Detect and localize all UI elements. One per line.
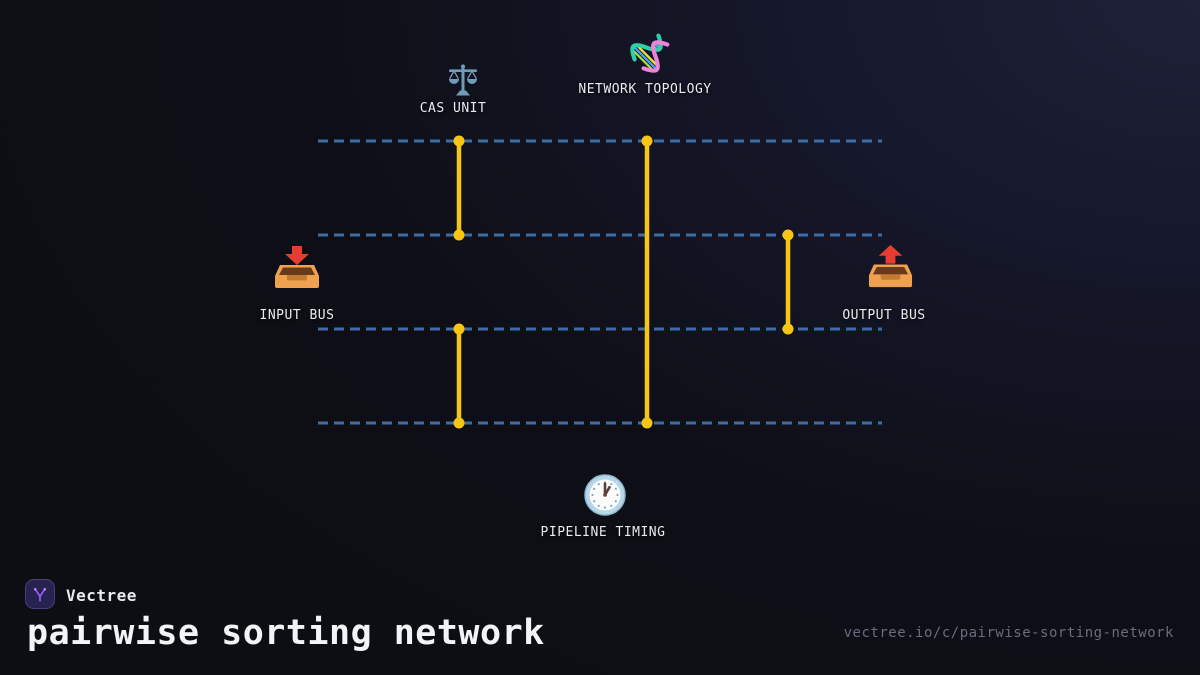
pipeline-timing-label: PIPELINE TIMING [540, 525, 666, 540]
outbox-tray-icon [867, 243, 914, 290]
dna-icon [630, 31, 672, 73]
balance-scale-icon [445, 63, 481, 99]
input-bus-label: INPUT BUS [259, 308, 335, 323]
comparator-4-bottom-dot [782, 323, 794, 335]
network-topology-label: NETWORK TOPOLOGY [578, 82, 712, 97]
comparator-4-top-dot [782, 229, 794, 241]
vectree-logo [25, 579, 55, 609]
comparator-2-top-dot [453, 323, 465, 335]
comparator-3-top-dot [641, 135, 653, 147]
cas-unit-label: CAS UNIT [419, 101, 487, 116]
comparator-1-top-dot [453, 135, 465, 147]
comparator-1-bottom-dot [453, 229, 465, 241]
page-title: pairwise sorting network [27, 613, 545, 653]
output-bus-label: OUTPUT BUS [842, 308, 926, 323]
comparator-2-bottom-dot [453, 417, 465, 429]
page-url: vectree.io/c/pairwise-sorting-network [843, 625, 1174, 641]
brand-name: Vectree [66, 586, 137, 605]
vectree-logo-icon [33, 587, 47, 602]
comparator-3-bottom-dot [641, 417, 653, 429]
inbox-tray-icon [273, 243, 321, 291]
clock-icon [583, 473, 627, 517]
